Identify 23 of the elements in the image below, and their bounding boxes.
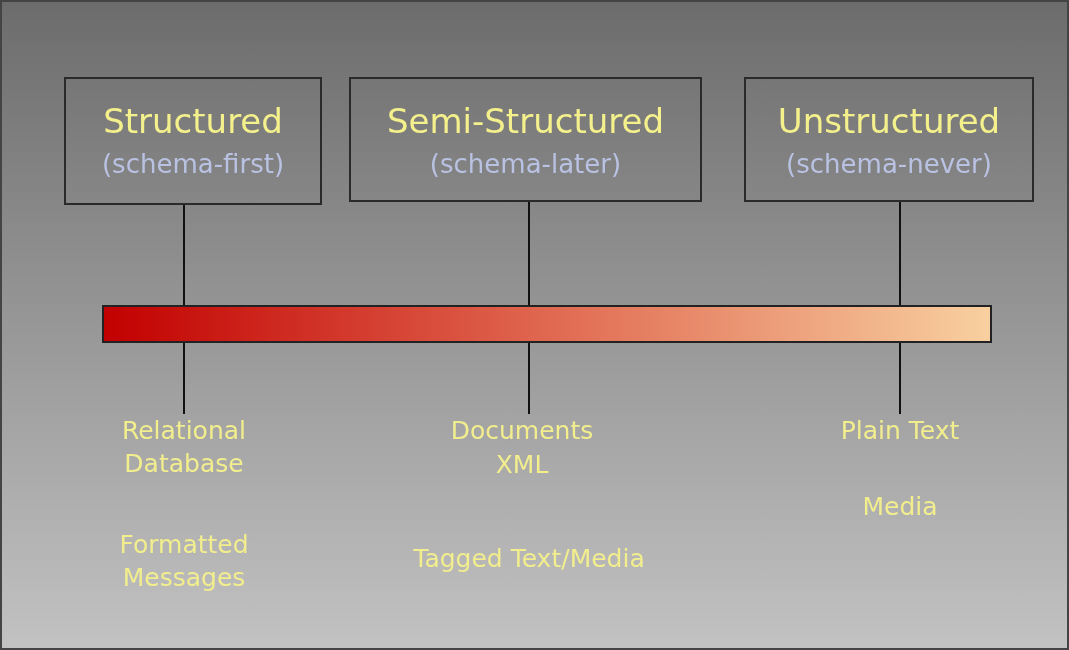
tick-line xyxy=(899,201,901,306)
example-label: XML xyxy=(422,448,622,482)
tick-line xyxy=(899,342,901,415)
example-label: Relational Database xyxy=(94,414,274,482)
example-label: Formatted Messages xyxy=(94,528,274,596)
category-box xyxy=(744,77,1034,202)
category-subtitle: (schema-later) xyxy=(428,149,623,179)
category-subtitle: (schema-never) xyxy=(785,149,993,179)
example-label: Tagged Text/Media xyxy=(379,542,679,576)
example-label: Media xyxy=(800,490,1000,524)
category-box xyxy=(349,77,702,202)
tick-line xyxy=(528,342,530,415)
category-subtitle: (schema-first) xyxy=(100,149,286,179)
tick-line xyxy=(183,342,185,415)
category-title: Semi-Structured xyxy=(385,101,666,141)
tick-line xyxy=(528,201,530,306)
category-box xyxy=(64,77,322,205)
tick-line xyxy=(183,204,185,306)
category-title: Structured xyxy=(102,101,284,141)
gradient-bar xyxy=(102,305,992,343)
example-label: Documents xyxy=(422,414,622,448)
example-label: Plain Text xyxy=(800,414,1000,448)
category-title: Unstructured xyxy=(776,101,1002,141)
